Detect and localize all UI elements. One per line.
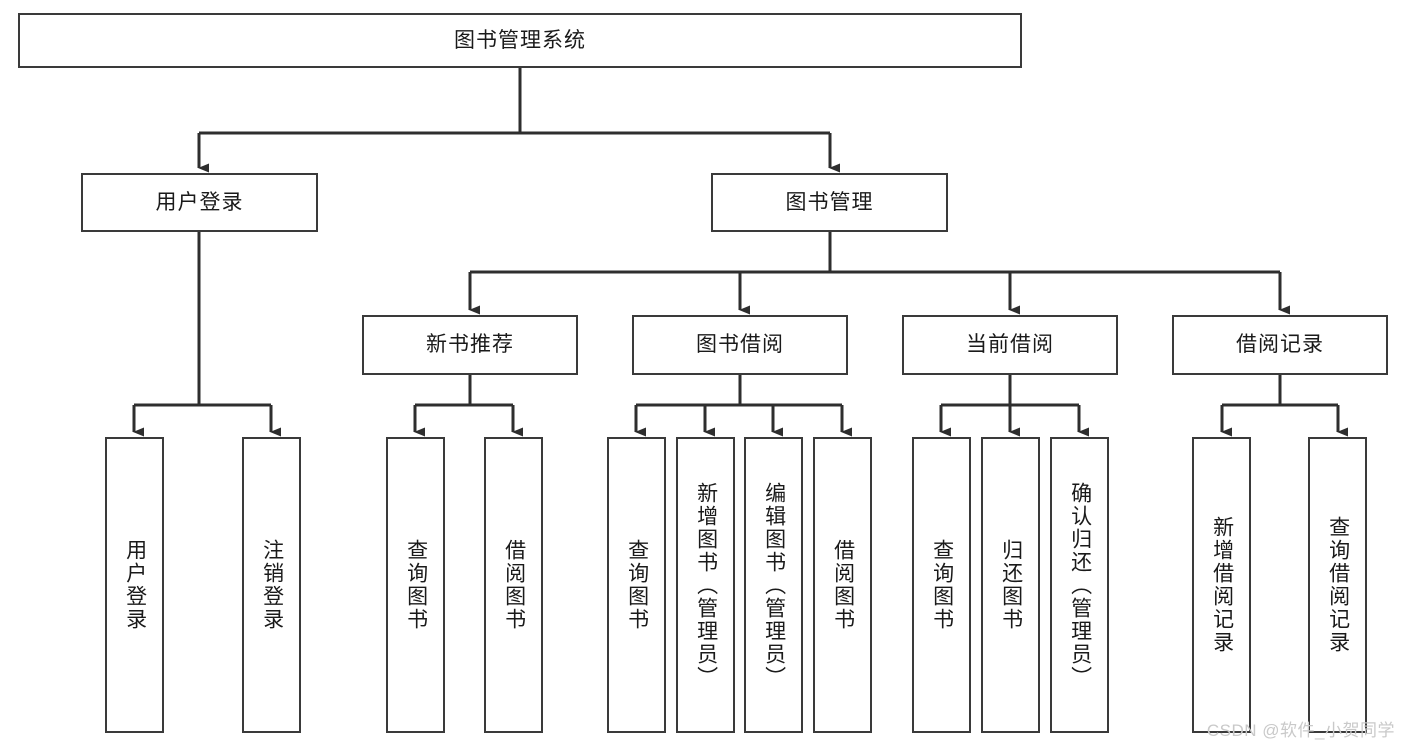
- leaf-user-login-1-label: 用户登录: [123, 539, 147, 631]
- leaf-book-borrow-1[interactable]: 查询图书: [607, 437, 666, 733]
- leaf-borrow-record-1[interactable]: 新增借阅记录: [1192, 437, 1251, 733]
- node-new-book-recommend-label: 新书推荐: [426, 333, 514, 357]
- leaf-new-book-2-label: 借阅图书: [502, 539, 526, 631]
- leaf-current-borrow-1[interactable]: 查询图书: [912, 437, 971, 733]
- leaf-current-borrow-2[interactable]: 归还图书: [981, 437, 1040, 733]
- node-book-borrow-label: 图书借阅: [696, 333, 784, 357]
- leaf-current-borrow-2-label: 归还图书: [999, 539, 1023, 631]
- leaf-book-borrow-2[interactable]: 新增图书（管理员）: [676, 437, 735, 733]
- watermark: CSDN @软件_小贺同学: [1206, 721, 1395, 740]
- leaf-current-borrow-1-label: 查询图书: [930, 539, 954, 631]
- node-book-management[interactable]: 图书管理: [711, 173, 948, 232]
- leaf-user-login-2[interactable]: 注销登录: [242, 437, 301, 733]
- leaf-book-borrow-4-label: 借阅图书: [831, 539, 855, 631]
- node-book-borrow[interactable]: 图书借阅: [632, 315, 848, 375]
- node-user-login-label: 用户登录: [155, 190, 244, 214]
- node-current-borrow[interactable]: 当前借阅: [902, 315, 1118, 375]
- node-root-system-label: 图书管理系统: [454, 28, 586, 52]
- leaf-book-borrow-3-label: 编辑图书（管理员）: [762, 481, 786, 689]
- leaf-book-borrow-1-label: 查询图书: [625, 539, 649, 631]
- node-borrow-record-label: 借阅记录: [1236, 333, 1324, 357]
- leaf-book-borrow-3[interactable]: 编辑图书（管理员）: [744, 437, 803, 733]
- node-current-borrow-label: 当前借阅: [966, 333, 1054, 357]
- node-book-management-label: 图书管理: [785, 190, 874, 214]
- leaf-new-book-1-label: 查询图书: [404, 539, 428, 631]
- node-borrow-record[interactable]: 借阅记录: [1172, 315, 1388, 375]
- leaf-borrow-record-2-label: 查询借阅记录: [1326, 516, 1350, 654]
- leaf-new-book-1[interactable]: 查询图书: [386, 437, 445, 733]
- leaf-borrow-record-2[interactable]: 查询借阅记录: [1308, 437, 1367, 733]
- leaf-user-login-2-label: 注销登录: [260, 539, 284, 631]
- leaf-book-borrow-2-label: 新增图书（管理员）: [694, 481, 718, 689]
- leaf-current-borrow-3-label: 确认归还（管理员）: [1068, 481, 1092, 689]
- node-root-system[interactable]: 图书管理系统: [18, 13, 1022, 68]
- leaf-book-borrow-4[interactable]: 借阅图书: [813, 437, 872, 733]
- leaf-current-borrow-3[interactable]: 确认归还（管理员）: [1050, 437, 1109, 733]
- leaf-user-login-1[interactable]: 用户登录: [105, 437, 164, 733]
- leaf-borrow-record-1-label: 新增借阅记录: [1210, 516, 1234, 654]
- node-new-book-recommend[interactable]: 新书推荐: [362, 315, 578, 375]
- node-user-login[interactable]: 用户登录: [81, 173, 318, 232]
- leaf-new-book-2[interactable]: 借阅图书: [484, 437, 543, 733]
